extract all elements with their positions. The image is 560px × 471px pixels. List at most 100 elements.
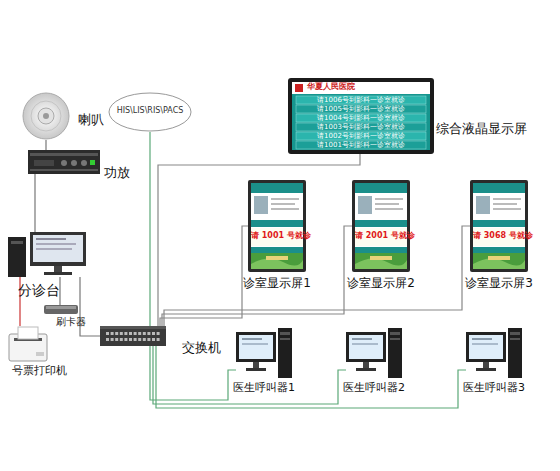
shape-rect	[254, 196, 268, 214]
shape-rect	[466, 332, 506, 362]
cable-line	[34, 174, 35, 232]
shape-rect	[251, 247, 303, 253]
node-label: 号票打印机	[4, 364, 74, 378]
shape-rect	[120, 332, 123, 335]
screen-text: 请1006号到影科一诊室就诊	[296, 96, 426, 104]
shape-rect	[355, 183, 407, 269]
shape-rect	[54, 266, 62, 272]
shape-rect	[356, 368, 376, 371]
shape-rect	[236, 332, 276, 362]
shape-rect	[375, 208, 403, 210]
shape-rect	[11, 241, 23, 244]
shape-rect	[246, 368, 266, 371]
shape-rect	[111, 338, 114, 341]
shape-rect	[355, 220, 407, 227]
shape-rect	[251, 183, 303, 269]
shape-rect	[266, 256, 288, 260]
shape-rect	[248, 180, 306, 272]
shape-rect	[33, 235, 83, 262]
shape-rect	[355, 253, 407, 269]
amplifier-box: 功放	[28, 150, 134, 181]
shape-svg	[470, 180, 528, 272]
shape-rect	[251, 183, 303, 193]
shape-rect	[295, 84, 303, 92]
shape-rect	[508, 328, 522, 378]
shape-circle	[61, 160, 67, 166]
computer-symbol: 医生呼叫器1	[224, 328, 304, 397]
shape-rect	[292, 82, 430, 150]
node-label: 喇叭	[78, 112, 108, 128]
shape-rect	[251, 220, 303, 227]
shape-rect	[349, 335, 383, 359]
node-label: 诊室显示屏3	[459, 276, 539, 291]
node-label: 交换机	[182, 340, 242, 356]
screen-text: 请 2001 号就诊	[355, 230, 407, 242]
shape-rect	[271, 208, 299, 210]
shape-rect	[239, 335, 273, 359]
shape-rect	[138, 332, 141, 335]
shape-rect	[370, 256, 392, 260]
shape-rect	[30, 153, 98, 156]
node-label: 诊室显示屏2	[341, 276, 421, 291]
room-display-shape	[248, 180, 306, 272]
room-display: 诊室显示屏1请 1001 号就诊	[237, 180, 317, 292]
shape-rect	[129, 332, 132, 335]
shape-rect	[100, 326, 166, 346]
shape-rect	[115, 338, 118, 341]
shape-svg	[466, 328, 522, 378]
shape-rect	[296, 96, 426, 104]
shape-rect	[390, 338, 400, 340]
screen-text: 请1004号到影科一诊室就诊	[296, 114, 426, 122]
shape-rect	[147, 338, 150, 341]
screen-text: 请 1001 号就诊	[251, 230, 303, 242]
shape-rect	[355, 228, 407, 246]
shape-rect	[472, 338, 492, 340]
computer-symbol-shape	[466, 328, 522, 378]
shape-rect	[36, 238, 66, 240]
shape-rect	[296, 141, 426, 149]
card-reader-shape	[44, 305, 78, 314]
shape-rect	[346, 332, 386, 362]
shape-rect	[251, 253, 303, 269]
shape-svg	[8, 232, 88, 277]
shape-rect	[44, 305, 78, 314]
shape-rect	[355, 183, 407, 193]
shape-rect	[253, 362, 259, 368]
shape-rect	[100, 326, 166, 329]
shape-rect	[242, 343, 268, 345]
computer-symbol: 医生呼叫器2	[334, 328, 414, 397]
shape-svg	[236, 328, 292, 378]
room-display-shape	[352, 180, 410, 272]
cable-line	[162, 226, 352, 326]
shape-rect	[375, 203, 399, 205]
cable-line	[158, 154, 360, 326]
shape-rect	[473, 253, 525, 269]
shape-rect	[36, 352, 44, 356]
speaker-symbol-shape	[22, 92, 70, 140]
shape-rect	[510, 332, 520, 335]
shape-svg	[22, 92, 70, 140]
shape-rect	[143, 332, 146, 335]
shape-rect	[120, 338, 123, 341]
shape-rect	[36, 243, 76, 245]
cable-line	[80, 277, 100, 336]
shape-svg	[28, 150, 100, 174]
shape-rect	[296, 123, 426, 131]
shape-svg	[352, 180, 410, 272]
computer-symbol: 分诊台	[8, 232, 88, 298]
room-display: 诊室显示屏2 请 2001 号就诊	[341, 180, 421, 292]
shape-rect	[152, 332, 155, 335]
shape-path	[251, 258, 303, 269]
shape-rect	[352, 343, 378, 345]
amplifier-box-shape	[28, 150, 100, 174]
computer-symbol-shape	[346, 328, 402, 378]
computer-symbol: 医生呼叫器3	[454, 328, 534, 397]
shape-circle	[31, 101, 61, 131]
shape-ellipse	[109, 93, 191, 131]
speaker-symbol: 喇叭	[22, 92, 108, 140]
shape-circle	[43, 113, 49, 119]
shape-rect	[288, 78, 434, 154]
node-label: 功放	[104, 165, 134, 181]
cable-line	[149, 132, 150, 326]
shape-rect	[469, 335, 503, 359]
